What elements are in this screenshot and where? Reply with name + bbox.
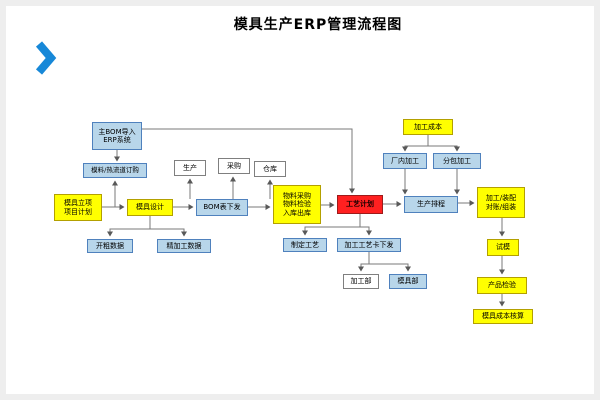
node-purchasing: 采购: [218, 158, 250, 174]
node-define-process: 制定工艺: [283, 238, 327, 252]
node-mold-design: 模具设计: [127, 199, 173, 216]
node-processing-dept: 加工部: [343, 274, 379, 289]
node-product-inspection: 产品检验: [477, 277, 527, 294]
node-mold-material-order: 模料/热流道订购: [83, 163, 147, 178]
node-processing-cost: 加工成本: [403, 119, 453, 135]
node-process-plan: 工艺计划: [337, 195, 383, 214]
node-production: 生产: [174, 160, 206, 176]
node-mold-dept: 模具部: [389, 274, 427, 289]
node-roughing-data: 开粗数据: [87, 239, 133, 253]
node-trial-mold: 试模: [487, 239, 519, 256]
page-title: 模具生产ERP管理流程图: [233, 17, 403, 33]
node-in-factory: 厂内加工: [383, 153, 427, 169]
node-assembly: 加工/装配 对账/组装: [477, 187, 525, 218]
node-project-plan: 模具立项 项目计划: [54, 194, 102, 221]
node-scheduling: 生产排程: [404, 196, 458, 213]
node-process-card-issue: 加工工艺卡下发: [337, 238, 401, 252]
node-finishing-data: 精加工数据: [157, 239, 211, 253]
node-material-flow: 物料采购 物料检验 入库出库: [273, 185, 321, 224]
chevron-right-icon: [34, 40, 58, 76]
node-bom-issue: BOM表下发: [196, 199, 248, 216]
node-cost-accounting: 模具成本核算: [473, 309, 533, 324]
node-warehouse: 仓库: [254, 161, 286, 177]
node-main-bom-import: 主BOM导入 ERP系统: [92, 122, 142, 150]
node-subcontract: 分包加工: [433, 153, 481, 169]
